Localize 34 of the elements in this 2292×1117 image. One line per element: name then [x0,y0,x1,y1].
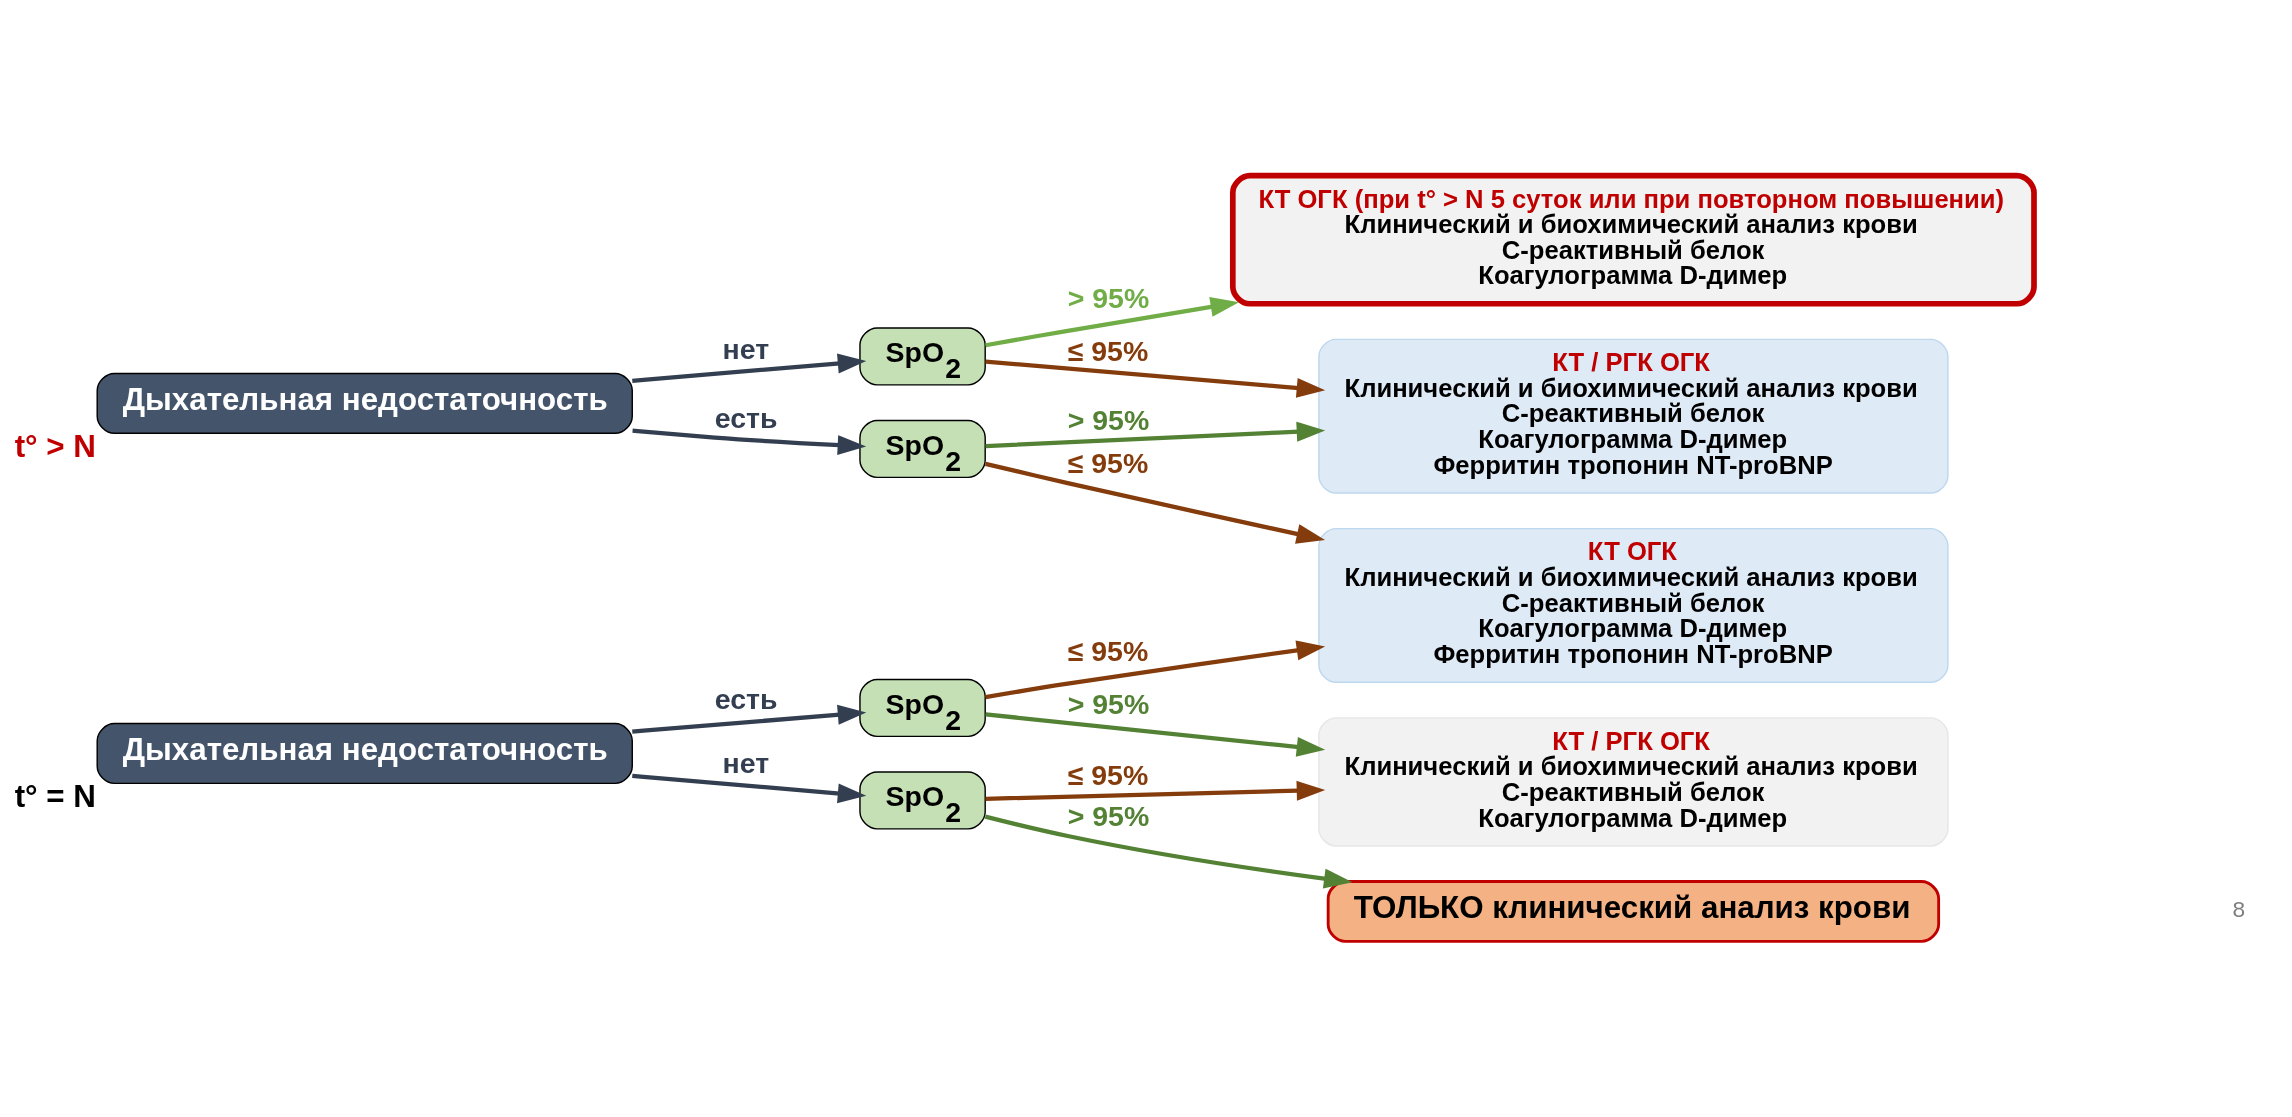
arrow [632,353,867,383]
arrow [984,814,1353,889]
node-label: t° = N [14,778,96,814]
node-box: Дыхательная недостаточность [96,372,633,434]
edge-label: есть [714,683,778,716]
arrow [985,461,1326,544]
arrow [985,712,1326,757]
node-label: t° > N [14,428,96,464]
node-box: ТОЛЬКО клинический анализ крови [1326,880,1941,943]
arrow [985,421,1326,449]
edge-label: > 95% [1067,282,1150,315]
node-box: КТ ОГК (при t° > N 5 суток или при повторном повышении) Клинический и биохимический анализ крови С-реактивный белок Коагулограмма D-димер [1229,172,2037,307]
node-box: Дыхательная недостаточность [96,722,633,785]
arrow [985,780,1326,801]
node-box: КТ ОГК Клинический и биохимический анализ крови С-реактивный белок Коагулограмма D-димер Ферритин тропонин NT-proBNP [1318,527,1949,683]
edge-label: ≤ 95% [1067,634,1149,667]
arrow [632,773,867,804]
edge-label: нет [722,747,770,780]
edge-label: > 95% [1067,800,1150,833]
arrow [985,297,1240,348]
arrow [632,704,867,734]
edge-label: есть [714,401,778,434]
arrow [985,640,1326,700]
node-box: КТ / РГК ОГК Клинический и биохимический анализ крови С-реактивный белок Коагулограмма D-димер [1318,717,1949,847]
edge-label: > 95% [1067,404,1150,437]
edge-label: > 95% [1067,687,1150,720]
node-box: КТ / РГК ОГК Клинический и биохимический анализ крови С-реактивный белок Коагулограмма D-димер Ферритин тропонин NT-proBNP [1318,338,1949,494]
arrow [985,359,1326,398]
label: 8 [2232,895,2246,922]
edge-label: нет [722,333,770,366]
edge-label: ≤ 95% [1067,334,1149,367]
edge-label: ≤ 95% [1067,758,1149,791]
arrow [632,428,867,456]
edge-label: ≤ 95% [1067,447,1149,480]
